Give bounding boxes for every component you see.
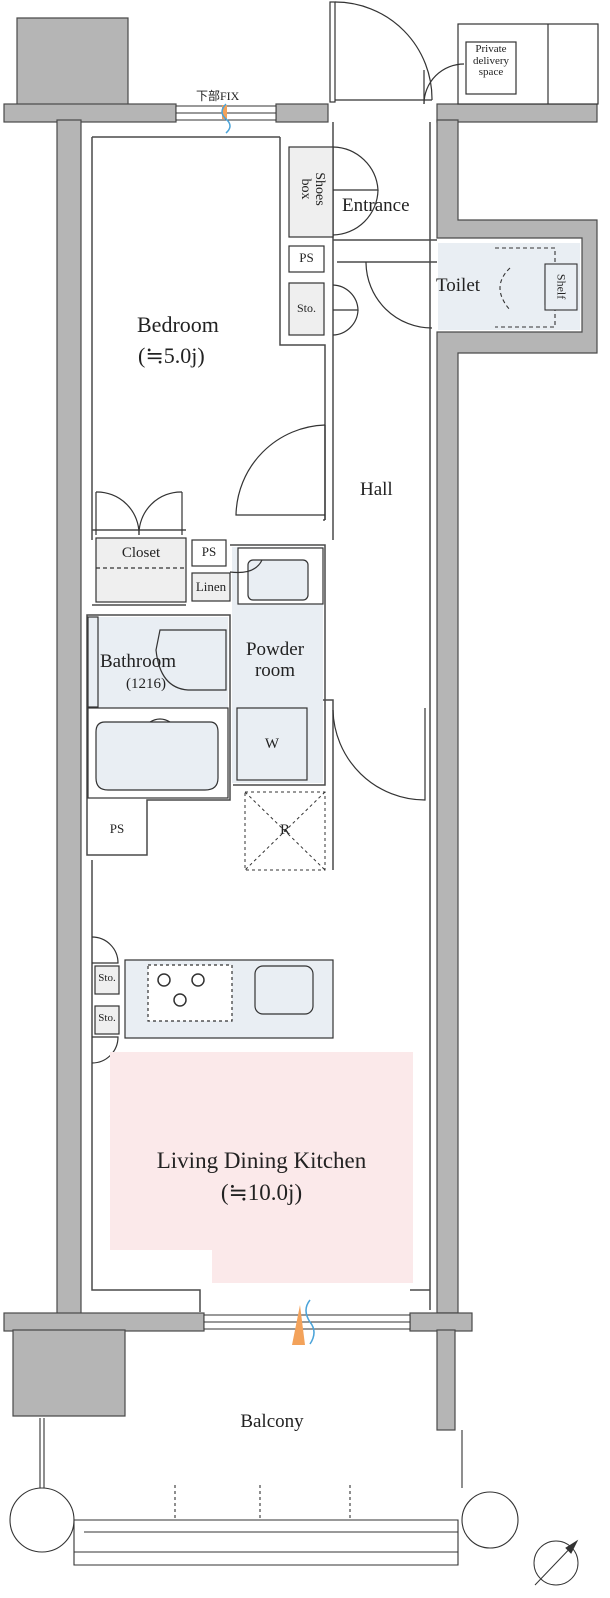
storage-label-2: Sto.	[98, 972, 116, 984]
bath-fixtures	[87, 547, 324, 799]
washer-label: W	[264, 736, 280, 752]
top-window	[175, 103, 277, 134]
ps-label-2: PS	[201, 544, 217, 559]
linen-label: Linen	[195, 579, 227, 594]
wall-top-right	[436, 103, 598, 123]
balcony	[9, 1418, 519, 1566]
entrance-label: Entrance	[342, 195, 410, 216]
bathroom-size: (1216)	[126, 676, 166, 692]
fridge-label: R	[279, 822, 290, 838]
wall-bottom-right	[409, 1312, 473, 1332]
compass-icon	[533, 1539, 579, 1586]
shoes-box-label: Shoes box	[298, 172, 327, 206]
wall-bottom-left	[3, 1312, 205, 1332]
ldk-highlight	[110, 1052, 413, 1283]
toilet-label: Toilet	[436, 275, 481, 296]
shelf-label: Shelf	[554, 273, 569, 300]
ps-label-3: PS	[109, 821, 125, 836]
private-delivery-box	[423, 23, 599, 105]
burners	[157, 973, 205, 1007]
storage-label-3: Sto.	[98, 1012, 116, 1024]
storage-label-1: Sto.	[296, 301, 316, 315]
column-bottom-left	[12, 1329, 126, 1417]
bedroom-label: Bedroom	[137, 312, 219, 337]
ldk-size: (≒10.0j)	[220, 1180, 303, 1205]
balcony-pillar	[436, 1329, 456, 1431]
wall-top-left	[3, 103, 177, 123]
shoes-box	[288, 146, 379, 336]
hall-door-lower	[332, 708, 426, 801]
wall-left	[56, 119, 82, 1316]
window-fix-label: 下部FIX	[196, 89, 240, 103]
balcony-label: Balcony	[240, 1411, 304, 1432]
bedroom-door	[235, 424, 326, 520]
hall-label: Hall	[360, 479, 393, 500]
toilet-fixture	[495, 247, 578, 328]
ps-label-1: PS	[299, 250, 314, 265]
closet	[95, 491, 231, 603]
powder-room-label: Powder room	[245, 639, 305, 681]
kitchen-counter	[91, 936, 334, 1064]
interior-walls	[86, 122, 437, 1312]
walls	[3, 17, 598, 1431]
private-delivery-label: Private delivery space	[472, 43, 510, 79]
entrance-door	[329, 1, 433, 103]
bedroom-size: (≒5.0j)	[138, 343, 205, 368]
column-top-left	[16, 17, 129, 106]
closet-label: Closet	[121, 545, 161, 561]
toilet-door	[365, 262, 433, 329]
fridge-space	[244, 791, 326, 871]
wall-top-mid	[275, 103, 329, 123]
ldk-label: Living Dining Kitchen	[156, 1148, 367, 1173]
bottom-window	[203, 1299, 411, 1345]
bathroom-label: Bathroom	[100, 651, 176, 672]
